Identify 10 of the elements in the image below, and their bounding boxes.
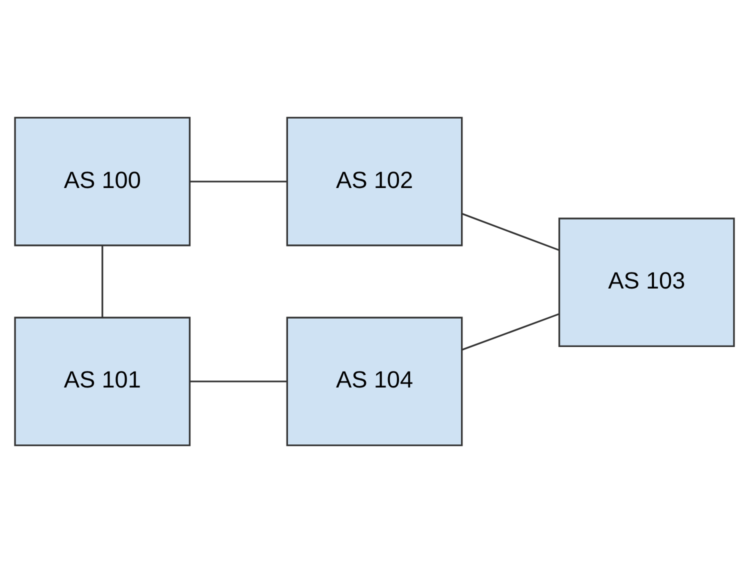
connector xyxy=(102,245,104,317)
connector xyxy=(462,312,560,350)
node-box: AS 102 xyxy=(286,116,463,246)
node-box: AS 101 xyxy=(14,316,191,446)
connector xyxy=(462,212,560,250)
connector xyxy=(190,180,287,182)
node-box: AS 104 xyxy=(286,316,463,446)
node-box: AS 103 xyxy=(558,217,735,346)
node-box: AS 100 xyxy=(14,116,191,246)
connector xyxy=(190,380,287,382)
